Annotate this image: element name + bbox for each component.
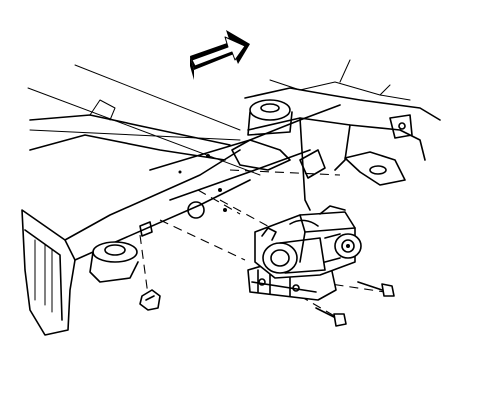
clip <box>139 221 153 237</box>
air-compressor-assembly <box>247 205 362 301</box>
mounting-bolt-lower <box>315 307 347 327</box>
frame-outline <box>21 59 441 336</box>
bracket-nut <box>139 289 161 311</box>
direction-arrow-icon <box>190 30 250 80</box>
mounting-bolt <box>357 281 395 297</box>
